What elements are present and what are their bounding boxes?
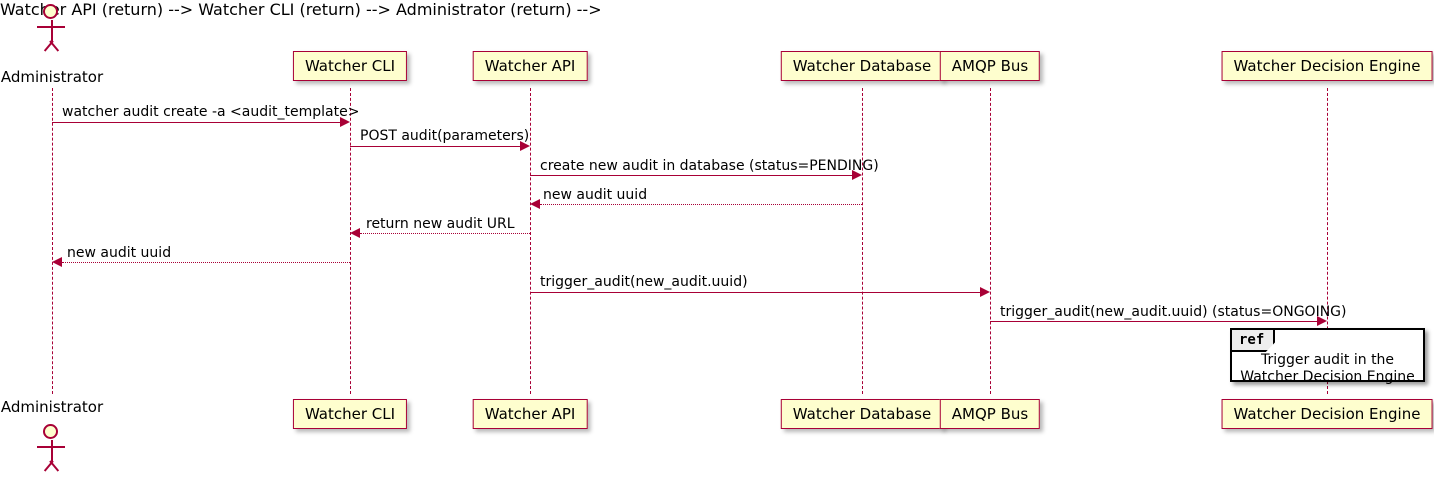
ref-fragment: ref Trigger audit in the Watcher Decisio…: [1230, 328, 1425, 385]
actor-head-icon: [43, 424, 58, 439]
message-arrowhead-trigger-audit: [980, 287, 990, 297]
message-arrowhead-watcher-audit-create: [340, 117, 350, 127]
participant-amqp-bus-top[interactable]: AMQP Bus: [939, 51, 1041, 81]
lifeline-watcher-database: [862, 88, 863, 394]
lifeline-watcher-decision-engine: [1327, 88, 1328, 394]
ref-fragment-body: Trigger audit in the Watcher Decision En…: [1232, 352, 1423, 386]
message-label-new-audit-uuid-db: new audit uuid: [543, 187, 648, 203]
message-arrowhead-create-new-audit: [852, 170, 862, 180]
ref-fragment-line-1: Trigger audit in the: [1260, 352, 1395, 368]
participant-watcher-cli-bottom[interactable]: Watcher CLI: [292, 399, 408, 429]
actor-label-bottom: Administrator: [0, 398, 104, 416]
message-arrowhead-new-audit-uuid-cli: [52, 257, 62, 267]
actor-body-icon: [51, 20, 53, 41]
message-arrowhead-return-new-audit-url: [350, 228, 360, 238]
message-label-watcher-audit-create: watcher audit create -a <audit_template>: [62, 104, 360, 120]
message-label-return-new-audit-url: return new audit URL: [366, 216, 515, 232]
message-line-trigger-audit-ongoing: [990, 321, 1317, 322]
message-label-new-audit-uuid-cli: new audit uuid: [67, 245, 172, 261]
lifeline-watcher-cli: [350, 88, 351, 394]
participant-amqp-bus-bottom[interactable]: AMQP Bus: [939, 399, 1041, 429]
actor-arms-icon: [37, 26, 65, 28]
ref-fragment-tab-label: ref: [1232, 330, 1276, 352]
message-label-create-new-audit: create new audit in database (status=PEN…: [540, 158, 879, 174]
actor-right-leg-icon: [49, 40, 60, 52]
actor-right-leg-icon: [49, 460, 60, 472]
actor-administrator-figure-top: [30, 4, 74, 58]
actor-label-top: Administrator: [0, 68, 104, 86]
message-line-watcher-audit-create: [52, 122, 340, 123]
message-label-trigger-audit-ongoing: trigger_audit(new_audit.uuid) (status=ON…: [1000, 304, 1347, 320]
message-line-new-audit-uuid-db: [540, 204, 862, 205]
message-line-return-new-audit-url: [360, 233, 530, 234]
lifeline-administrator: [52, 88, 53, 394]
message-line-post-audit: [350, 146, 520, 147]
message-line-create-new-audit: [530, 175, 852, 176]
participant-watcher-database-top[interactable]: Watcher Database: [780, 51, 944, 81]
message-arrowhead-post-audit: [520, 141, 530, 151]
participant-watcher-decision-engine-bottom[interactable]: Watcher Decision Engine: [1221, 399, 1433, 429]
message-label-post-audit: POST audit(parameters): [360, 128, 530, 144]
actor-arms-icon: [37, 446, 65, 448]
participant-watcher-api-bottom[interactable]: Watcher API: [472, 399, 588, 429]
message-line-trigger-audit: [530, 292, 980, 293]
message-line-new-audit-uuid-cli: [62, 262, 350, 263]
actor-body-icon: [51, 440, 53, 461]
participant-watcher-decision-engine-top[interactable]: Watcher Decision Engine: [1221, 51, 1433, 81]
participant-watcher-cli-top[interactable]: Watcher CLI: [292, 51, 408, 81]
message-arrowhead-new-audit-uuid-db: [530, 199, 540, 209]
lifeline-amqp-bus: [990, 88, 991, 394]
message-arrowhead-trigger-audit-ongoing: [1317, 316, 1327, 326]
ref-fragment-line-2: Watcher Decision Engine: [1240, 369, 1415, 385]
participant-watcher-database-bottom[interactable]: Watcher Database: [780, 399, 944, 429]
actor-administrator-figure-bottom: [30, 424, 74, 478]
actor-head-icon: [43, 4, 58, 19]
participant-watcher-api-top[interactable]: Watcher API: [472, 51, 588, 81]
message-label-trigger-audit: trigger_audit(new_audit.uuid): [540, 274, 748, 290]
lifeline-watcher-api: [530, 88, 531, 394]
